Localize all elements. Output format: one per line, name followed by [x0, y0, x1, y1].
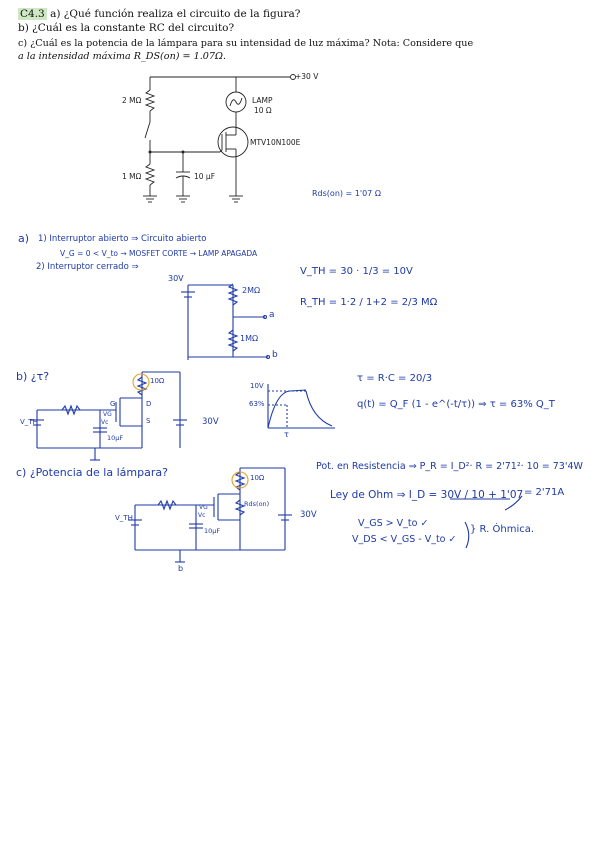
lamp-r-label: 10 Ω: [254, 106, 272, 115]
b-sketch-lamp-r: [136, 376, 148, 396]
b-pin-d: D: [146, 400, 152, 408]
a-sketch-2m: 2MΩ: [242, 286, 261, 295]
switch: [144, 121, 151, 139]
b-vg: VG: [103, 411, 112, 418]
question-b: b) ¿Cuál es la constante RC del circuito…: [18, 22, 235, 34]
ohm-result: = 2'71A: [524, 487, 565, 498]
mosfet-symbol: [217, 126, 249, 158]
answer-c-heading: c) ¿Potencia de la lámpara?: [16, 466, 168, 479]
supply-terminal: [290, 74, 296, 80]
power-equation: Pot. en Resistencia ⇒ P_R = I_D²· R = 2'…: [316, 461, 583, 472]
rds-note: Rds(on) = 1'07 Ω: [312, 189, 381, 198]
tau-equation: τ = R·C = 20/3: [357, 373, 433, 384]
a-sketch-r1m: [227, 329, 239, 352]
resistor-1m: [144, 163, 156, 186]
r1-label: 2 MΩ: [122, 96, 142, 105]
brace: [464, 521, 470, 549]
answer-b-heading: b) ¿τ?: [16, 370, 50, 383]
condition-vgs: V_GS > V_to ✓: [358, 518, 429, 529]
graph-tau: τ: [284, 430, 289, 439]
b-pin-g: G: [110, 400, 116, 408]
lamp-label: LAMP: [252, 96, 273, 105]
vth-equation: V_TH = 30 · 1/3 = 10V: [300, 266, 413, 277]
charge-equation: q(t) = Q_F (1 - e^(-t/τ)) ⇒ τ = 63% Q_T: [357, 399, 555, 410]
supply-label: +30 V: [295, 72, 319, 81]
question-a: a) ¿Qué función realiza el circuito de l…: [50, 8, 301, 20]
graph-10v: 10V: [250, 382, 264, 390]
b-30v: 30V: [202, 417, 219, 427]
ohmic-region: } R. Óhmica.: [470, 524, 535, 535]
problem-line-a: C4.3 a) ¿Qué función realiza el circuito…: [18, 8, 300, 21]
c-sketch-rds: [234, 499, 246, 516]
c-vg: VG: [199, 504, 208, 511]
b-pin-s: S: [146, 417, 151, 425]
question-c: c) ¿Cuál es la potencia de la lámpara pa…: [18, 38, 474, 49]
node-b: b: [272, 350, 278, 360]
a-sketch-30v: 30V: [168, 274, 184, 283]
c-30v: 30V: [300, 510, 317, 520]
c-vth: V_TH: [115, 514, 133, 522]
answer-a-item2: 2) Interruptor cerrado ⇒: [36, 262, 139, 272]
problem-id: C4.3: [18, 8, 47, 20]
question-c-note: a la intensidad máxima R_DS(on) = 1.07Ω.: [18, 51, 226, 62]
cap-label: 10 µF: [194, 172, 216, 181]
graph-discharge-curve: [305, 390, 333, 427]
answer-a-item1: 1) Interruptor abierto ⇒ Circuito abiert…: [38, 234, 207, 244]
r2-label: 1 MΩ: [122, 172, 142, 181]
answer-a-heading: a): [18, 232, 30, 245]
node-a: a: [269, 310, 275, 320]
a-sketch-1m: 1MΩ: [240, 334, 259, 343]
c-rds: Rds(on): [244, 500, 270, 508]
b-vth: V_TH: [20, 418, 38, 426]
mosfet-label: MTV10N100E: [250, 138, 301, 147]
a-sketch-r2m: [227, 283, 239, 306]
answer-a-item1-sub: V_G = 0 < V_to → MOSFET CORTE → LAMP APA…: [60, 249, 258, 258]
c-sketch-rth: [157, 499, 177, 511]
graph-63: 63%: [249, 400, 265, 408]
resistor-2m: [144, 89, 156, 112]
c-lamp-r: 10Ω: [250, 474, 265, 482]
b-lamp-r: 10Ω: [150, 377, 165, 385]
b-cap: 10µF: [107, 434, 124, 442]
condition-vds: V_DS < V_GS - V_to ✓: [352, 534, 457, 545]
c-node-b: b: [178, 564, 184, 573]
ohm-equation: Ley de Ohm ⇒ I_D = 30V / 10 + 1'07: [330, 489, 524, 501]
b-sketch-rth: [61, 404, 81, 416]
c-cap: 10µF: [204, 527, 221, 535]
b-vc: Vc: [101, 419, 109, 426]
c-vc: Vc: [198, 512, 206, 519]
rth-equation: R_TH = 1·2 / 1+2 = 2/3 MΩ: [300, 297, 438, 308]
arrow-to-current: [504, 495, 523, 511]
